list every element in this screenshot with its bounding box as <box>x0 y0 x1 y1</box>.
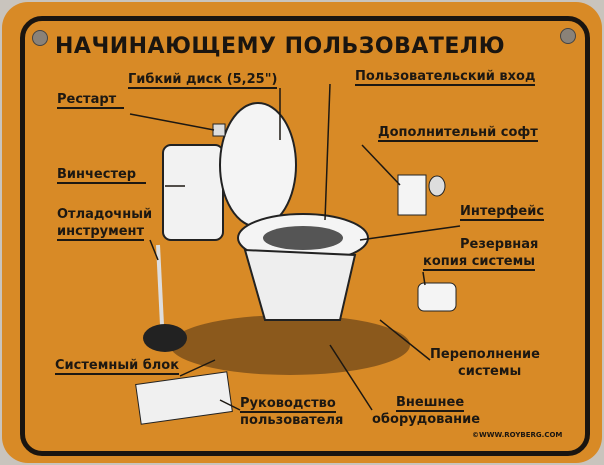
coffee-cup <box>417 282 457 312</box>
pointer-lines <box>129 83 461 411</box>
label-manual-1: Руководство <box>240 396 336 413</box>
sign-border <box>20 16 590 456</box>
plunger-handle <box>156 244 164 326</box>
label-extra-soft: Дополнительнй софт <box>378 125 538 142</box>
manual-book <box>135 371 233 425</box>
label-floppy: Гибкий диск (5,25") <box>128 72 278 89</box>
label-interface: Интерфейс <box>460 204 545 221</box>
label-restart: Рестарт <box>57 92 125 109</box>
plunger-cup <box>143 324 187 352</box>
label-manual-2: пользователя <box>240 413 344 428</box>
puddle <box>170 315 410 375</box>
label-external-1: Внешнее <box>396 395 465 412</box>
label-backup-1: Резервная <box>460 237 539 252</box>
screw-icon <box>560 28 576 44</box>
label-backup-2: копия системы <box>423 254 535 271</box>
toilet-paper-roll <box>428 175 446 197</box>
label-user-input: Пользовательский вход <box>355 69 536 86</box>
label-system-unit: Системный блок <box>55 358 180 375</box>
label-overflow-1: Переполнение <box>430 347 540 362</box>
label-hdd: Винчестер <box>57 167 147 184</box>
toilet-lid <box>219 102 297 228</box>
toilet-tank <box>162 144 224 241</box>
label-external-2: оборудование <box>372 412 481 427</box>
label-debug-1: Отладочный <box>57 207 153 222</box>
toilet-base <box>243 248 357 321</box>
toilet-paper <box>397 174 427 216</box>
label-debug-2: инструмент <box>57 224 145 241</box>
toilet-hole <box>263 226 343 250</box>
copyright: ©WWW.ROYBERG.COM <box>472 431 563 439</box>
label-overflow-2: системы <box>458 364 522 379</box>
sign-title: НАЧИНАЮЩЕМУ ПОЛЬЗОВАТЕЛЮ <box>55 34 506 59</box>
flush-button <box>212 123 226 137</box>
screw-icon <box>32 30 48 46</box>
